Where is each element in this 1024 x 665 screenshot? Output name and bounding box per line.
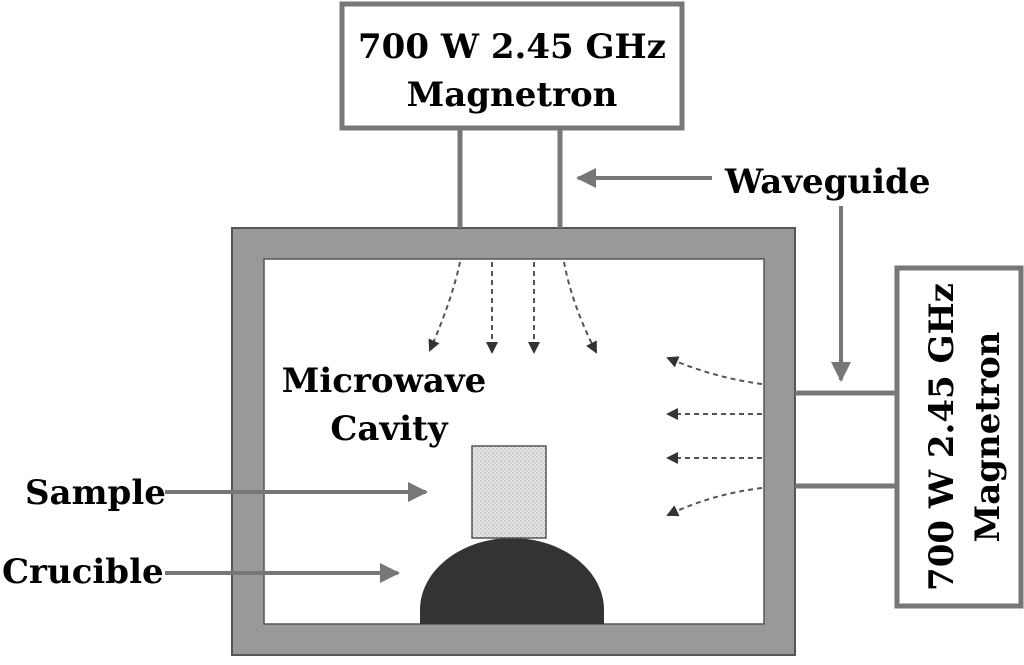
- cavity-label-line2: Cavity: [330, 409, 448, 449]
- crucible-label: Crucible: [2, 552, 164, 592]
- side-waveguide: [795, 390, 897, 489]
- top-magnetron-line2: Magnetron: [407, 75, 618, 115]
- sample-block: [471, 445, 547, 539]
- top-magnetron-box: [339, 1, 685, 131]
- top-waveguide: [457, 128, 563, 228]
- side-magnetron-line2: Magnetron: [968, 332, 1008, 543]
- waveguide-label: Waveguide: [724, 162, 930, 202]
- sample-label: Sample: [25, 473, 166, 513]
- top-magnetron-line1: 700 W 2.45 GHz: [358, 27, 666, 67]
- top-microwave-waves: [428, 261, 597, 354]
- crucible-shape: [420, 538, 604, 624]
- side-magnetron-line1: 700 W 2.45 GHz: [922, 283, 962, 591]
- side-microwave-waves: [666, 356, 763, 517]
- cavity-label-line1: Microwave: [282, 361, 487, 401]
- side-magnetron-box: [894, 265, 1024, 609]
